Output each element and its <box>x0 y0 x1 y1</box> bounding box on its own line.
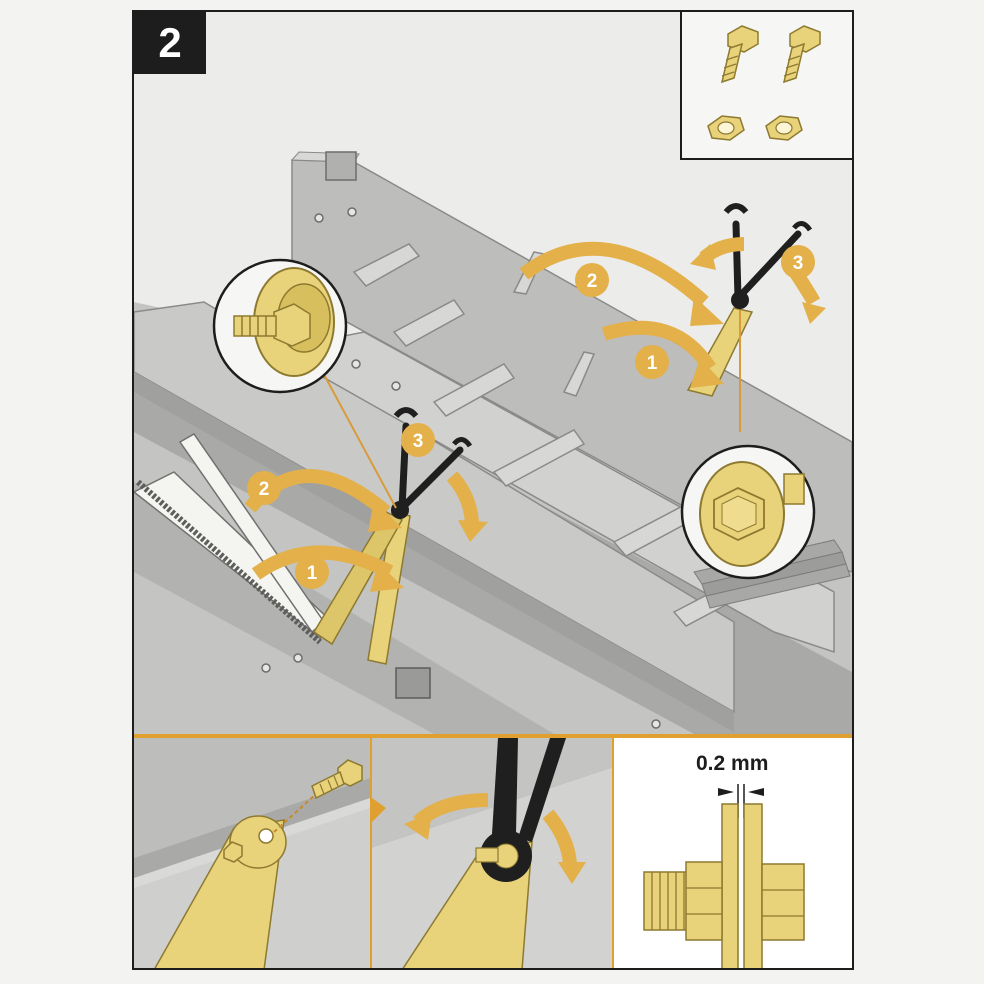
rotation-arrow-icon <box>404 793 586 884</box>
nut-icon <box>765 115 803 141</box>
svg-text:3: 3 <box>413 431 424 452</box>
assembly-illustration: 1 2 3 1 2 3 <box>134 12 852 734</box>
gap-measurement-label: 0.2 mm <box>696 752 769 775</box>
detail-panel-insert-bolt <box>134 738 370 968</box>
svg-text:3: 3 <box>793 253 804 274</box>
callout-lower-3: 3 <box>401 423 435 457</box>
instruction-frame: 1 2 3 1 2 3 <box>132 10 854 970</box>
svg-text:2: 2 <box>259 479 270 500</box>
zoom-nut-detail <box>680 444 816 580</box>
callout-upper-3: 3 <box>781 245 815 279</box>
callout-upper-2: 2 <box>575 263 609 297</box>
step-number-badge: 2 <box>134 12 206 74</box>
zoom-bolt-detail <box>212 258 348 394</box>
wrench-icon <box>492 738 566 842</box>
callout-lower-2: 2 <box>247 471 281 505</box>
detail-panel-tighten-nut <box>372 738 612 968</box>
parts-inventory-box <box>680 12 852 160</box>
panel-separator <box>134 734 852 738</box>
svg-text:1: 1 <box>647 353 658 374</box>
bolt-icon <box>311 759 363 800</box>
svg-text:2: 2 <box>587 271 598 292</box>
callout-lower-1: 1 <box>295 555 329 589</box>
bolt-icon <box>720 25 759 84</box>
panel-divider <box>370 734 373 968</box>
frame-front-beam <box>134 301 735 714</box>
svg-text:1: 1 <box>307 563 318 584</box>
detail-panel-gap: 0.2 mm <box>614 738 852 968</box>
callout-upper-1: 1 <box>635 345 669 379</box>
wrench-icon <box>732 220 802 302</box>
panel-divider <box>612 734 615 968</box>
bolt-icon <box>782 25 821 84</box>
spring <box>136 479 322 645</box>
nut-icon <box>707 115 745 141</box>
